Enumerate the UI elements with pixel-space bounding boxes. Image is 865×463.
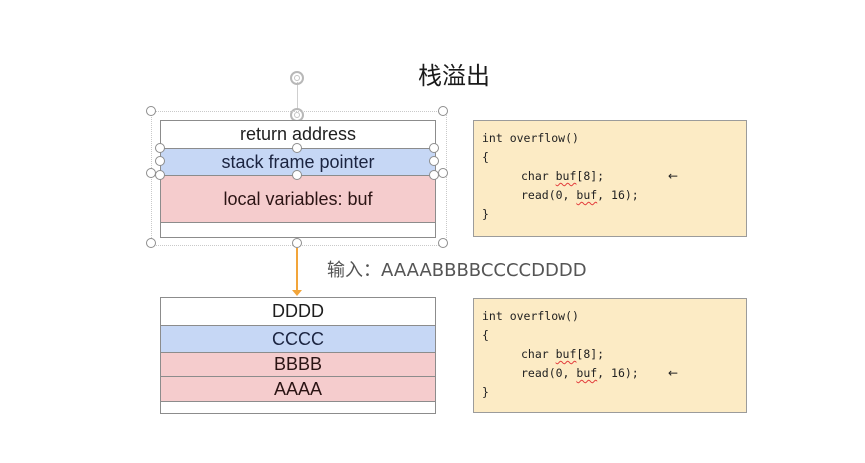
stack-cell-empty: [161, 223, 435, 235]
code-line: int overflow(): [482, 309, 579, 323]
resize-handle[interactable]: [146, 106, 156, 116]
code-line: {: [482, 328, 489, 342]
resize-handle[interactable]: [155, 156, 165, 166]
code-token: [8];: [576, 169, 605, 183]
left-arrow-icon: ←: [668, 169, 679, 183]
resize-handle[interactable]: [438, 106, 448, 116]
resize-handle[interactable]: [292, 143, 302, 153]
resize-handle[interactable]: [155, 143, 165, 153]
rotate-handle-icon[interactable]: [290, 71, 304, 85]
arrow-down-icon: [292, 290, 302, 296]
resize-handle[interactable]: [146, 238, 156, 248]
code-token-misspelled: buf: [576, 366, 598, 380]
stack-cell-cccc[interactable]: CCCC: [161, 326, 435, 353]
slide-title: 栈溢出: [418, 62, 490, 90]
code-line: read(0, buf, 16);: [482, 186, 746, 205]
code-box-before: int overflow() { char buf[8];← read(0, b…: [473, 120, 747, 237]
left-arrow-icon: ←: [668, 366, 679, 380]
code-token-misspelled: buf: [576, 188, 598, 202]
resize-handle[interactable]: [292, 238, 302, 248]
code-token: , 16);: [597, 188, 639, 202]
resize-handle[interactable]: [438, 238, 448, 248]
stack-cell-local-variables[interactable]: local variables: buf: [161, 176, 435, 223]
code-line: char buf[8];: [482, 345, 746, 364]
resize-handle[interactable]: [429, 143, 439, 153]
code-line: }: [482, 385, 489, 399]
code-line: int overflow(): [482, 131, 579, 145]
connector-line[interactable]: [296, 248, 298, 293]
code-line: read(0, buf, 16); ←: [482, 364, 746, 383]
resize-handle[interactable]: [429, 156, 439, 166]
code-token-misspelled: buf: [555, 347, 577, 361]
resize-handle[interactable]: [292, 170, 302, 180]
code-token: read(0,: [521, 188, 577, 202]
stack-cell-aaaa[interactable]: AAAA: [161, 377, 435, 402]
code-token: read(0,: [521, 366, 577, 380]
stack-cell-empty: [161, 402, 435, 413]
code-line: }: [482, 207, 489, 221]
code-token: char: [521, 347, 556, 361]
code-token: [8];: [576, 347, 605, 361]
resize-handle[interactable]: [438, 168, 448, 178]
resize-handle[interactable]: [429, 170, 439, 180]
code-line: char buf[8]; ←: [482, 167, 746, 186]
code-token: char: [521, 169, 556, 183]
stack-after-overflow[interactable]: DDDD CCCC BBBB AAAA: [160, 297, 436, 414]
code-token-misspelled: buf: [555, 169, 577, 183]
stack-cell-bbbb[interactable]: BBBB: [161, 353, 435, 377]
code-box-after: int overflow() { char buf[8]; read(0, bu…: [473, 298, 747, 413]
rotation-handle-line: [297, 82, 298, 110]
stack-cell-dddd[interactable]: DDDD: [161, 298, 435, 326]
code-token: , 16);: [597, 366, 639, 380]
code-line: {: [482, 150, 489, 164]
input-label: 输入：AAAABBBBCCCCDDDD: [327, 260, 587, 281]
resize-handle[interactable]: [155, 170, 165, 180]
